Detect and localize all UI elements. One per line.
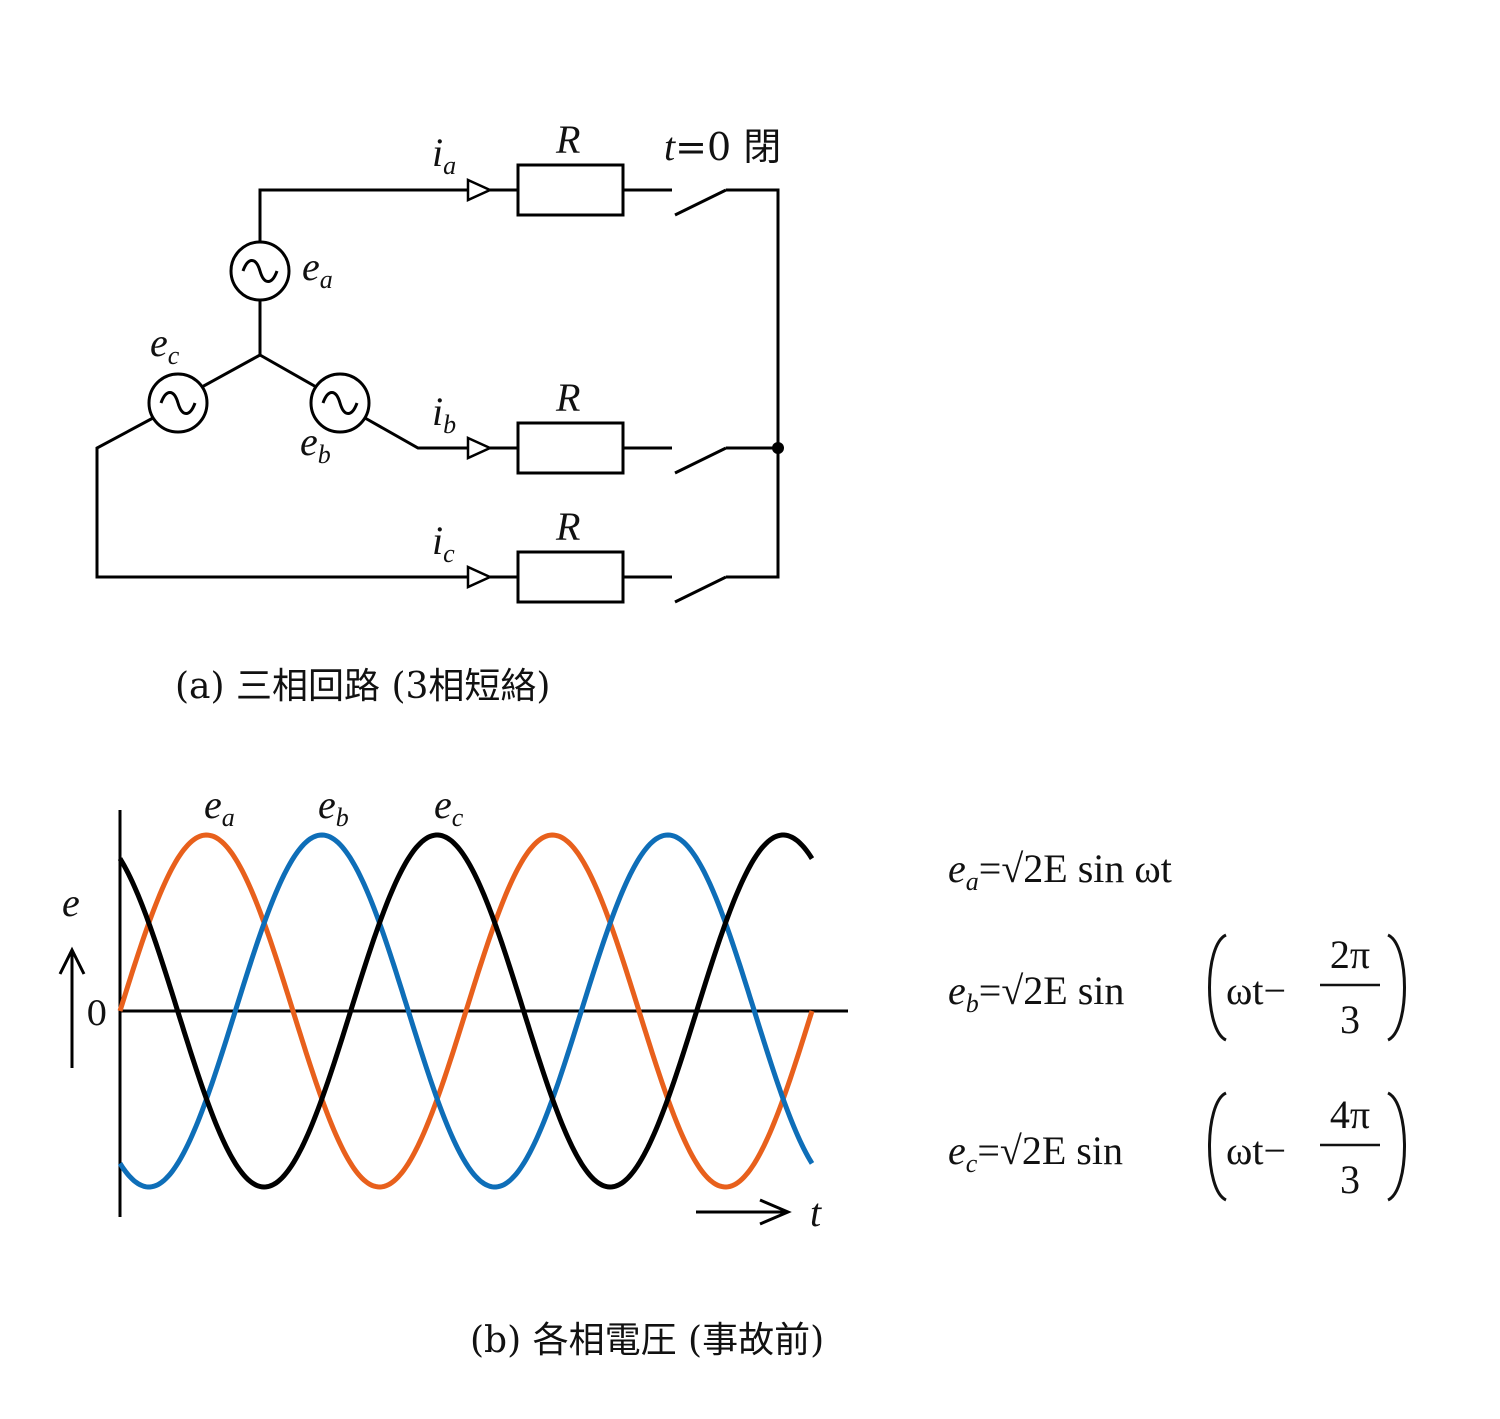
inner-eb: ωt− xyxy=(1226,968,1286,1013)
wire-neutral-b xyxy=(259,353,319,390)
paren-right-eb xyxy=(1387,933,1406,1042)
paren-left-ec xyxy=(1208,1091,1227,1202)
series-label-eb: eb xyxy=(318,782,349,832)
x-arrow-head xyxy=(759,1198,792,1226)
caption-a: (a) 三相回路 (3相短絡) xyxy=(175,666,550,707)
wire-phase-b xyxy=(364,416,468,450)
caption-b: (b) 各相電圧 (事故前) xyxy=(470,1320,824,1361)
equation-eb: eb=√2E sin xyxy=(948,968,1124,1018)
inner-ec: ωt− xyxy=(1226,1128,1286,1173)
current-arrow-b xyxy=(466,436,494,460)
phase-den-ec: 3 xyxy=(1340,1157,1360,1202)
phase-num-ec: 4π xyxy=(1330,1092,1370,1137)
waveform-plot: e 0 t ea eb ec (b) 各相電圧 (事故前) xyxy=(58,782,848,1361)
switch-c xyxy=(674,575,727,604)
resistor-b xyxy=(516,421,625,475)
current-arrow-a xyxy=(466,178,494,202)
current-arrow-c xyxy=(466,565,494,589)
source-a-icon xyxy=(229,240,291,302)
series-line-ea xyxy=(117,832,815,1190)
wire-phase-a xyxy=(258,188,468,242)
resistor-label-c: R xyxy=(555,504,580,549)
three-phase-circuit: ia ib ic R R R t=0 閉 ea eb ec (a) 三相回路 (… xyxy=(95,117,784,707)
source-label-a: ea xyxy=(302,244,333,294)
series-line-eb xyxy=(117,832,815,1190)
resistor-label-b: R xyxy=(555,375,580,420)
wire-phase-c xyxy=(95,416,468,579)
series-label-ea: ea xyxy=(204,782,235,832)
origin-label: 0 xyxy=(86,994,108,1034)
wire-neutral-c xyxy=(199,353,261,390)
resistor-c xyxy=(516,550,625,604)
switch-b xyxy=(674,446,727,475)
y-axis-label: e xyxy=(62,880,80,925)
equation-ea: ea=√2E sin ωt xyxy=(948,846,1172,896)
source-label-c: ec xyxy=(150,320,180,370)
resistor-a xyxy=(516,163,625,217)
equation-ec: ec=√2E sin xyxy=(948,1128,1123,1178)
current-label-c: ic xyxy=(432,518,455,568)
y-arrow-head xyxy=(58,946,86,975)
x-axis-label: t xyxy=(810,1190,822,1235)
equations: ea=√2E sin ωt eb=√2E sin ωt− 2π 3 ec=√2E… xyxy=(948,846,1406,1202)
paren-left-eb xyxy=(1208,933,1227,1042)
source-b-icon xyxy=(309,372,371,434)
resistor-label-a: R xyxy=(555,117,580,162)
source-label-b: eb xyxy=(300,419,331,469)
phase-den-eb: 3 xyxy=(1340,997,1360,1042)
paren-right-ec xyxy=(1387,1091,1406,1202)
current-label-b: ib xyxy=(432,389,456,439)
series-line-ec xyxy=(117,832,815,1190)
phase-num-eb: 2π xyxy=(1330,932,1370,977)
switch-label: t=0 閉 xyxy=(664,124,781,169)
switch-a xyxy=(674,188,727,217)
series-label-ec: ec xyxy=(434,782,464,832)
source-c-icon xyxy=(147,372,209,434)
current-label-a: ia xyxy=(432,130,456,180)
